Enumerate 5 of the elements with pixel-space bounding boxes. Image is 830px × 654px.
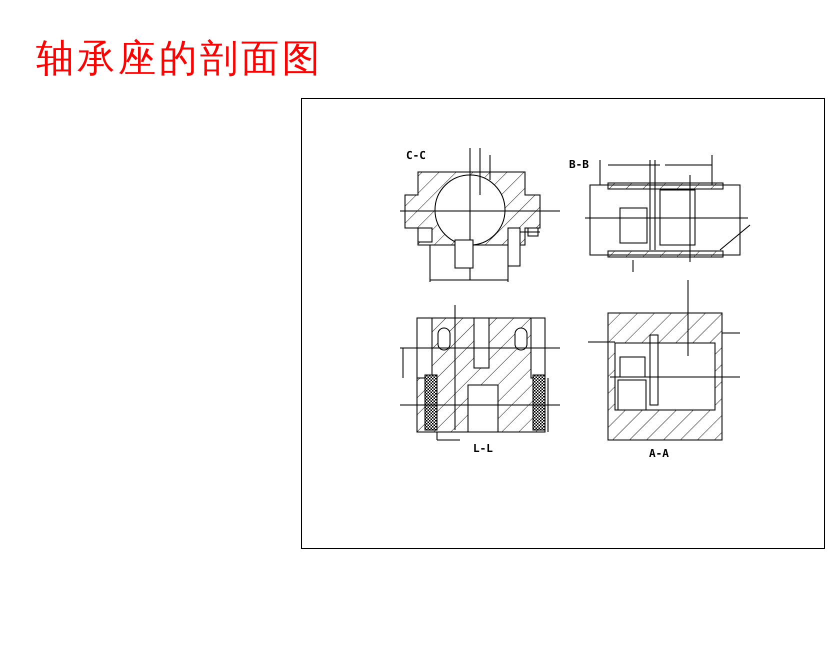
section-label: B-B bbox=[569, 159, 589, 171]
title: 轴承座的剖面图 bbox=[36, 36, 323, 80]
section-label: L-L bbox=[473, 443, 493, 455]
section-label: C-C bbox=[406, 150, 426, 162]
section-label: A-A bbox=[649, 448, 669, 460]
